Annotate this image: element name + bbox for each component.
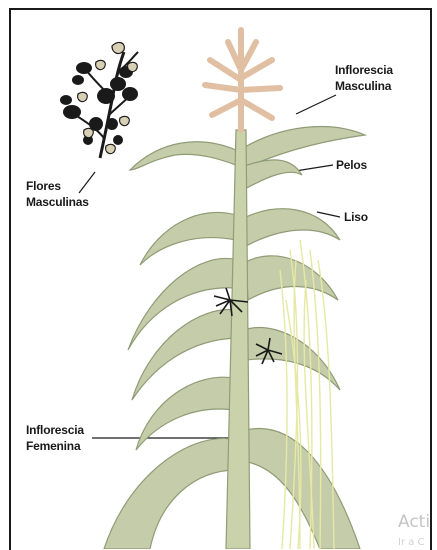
label-female-inflorescence: Inflorescia Femenina bbox=[26, 422, 84, 454]
leader-smooth bbox=[317, 212, 340, 217]
label-line: Flores bbox=[26, 178, 89, 194]
label-smooth: Liso bbox=[344, 209, 368, 225]
label-line: Masculinas bbox=[26, 194, 89, 210]
watermark-text: Acti bbox=[398, 512, 430, 532]
label-male-inflorescence: Inflorescia Masculina bbox=[335, 62, 393, 94]
maize-stalk bbox=[226, 130, 250, 549]
label-line: Masculina bbox=[335, 78, 393, 94]
label-line: Inflorescia bbox=[26, 422, 84, 438]
label-line: Femenina bbox=[26, 438, 84, 454]
label-male-flowers: Flores Masculinas bbox=[26, 178, 89, 210]
male-flowers-sprig bbox=[60, 43, 138, 158]
label-hairs: Pelos bbox=[336, 157, 367, 173]
leader-male-inflorescence bbox=[296, 95, 336, 114]
watermark-subtext: Ir a C bbox=[398, 537, 425, 548]
male-inflorescence-tassel bbox=[205, 30, 280, 130]
label-line: Inflorescia bbox=[335, 62, 393, 78]
